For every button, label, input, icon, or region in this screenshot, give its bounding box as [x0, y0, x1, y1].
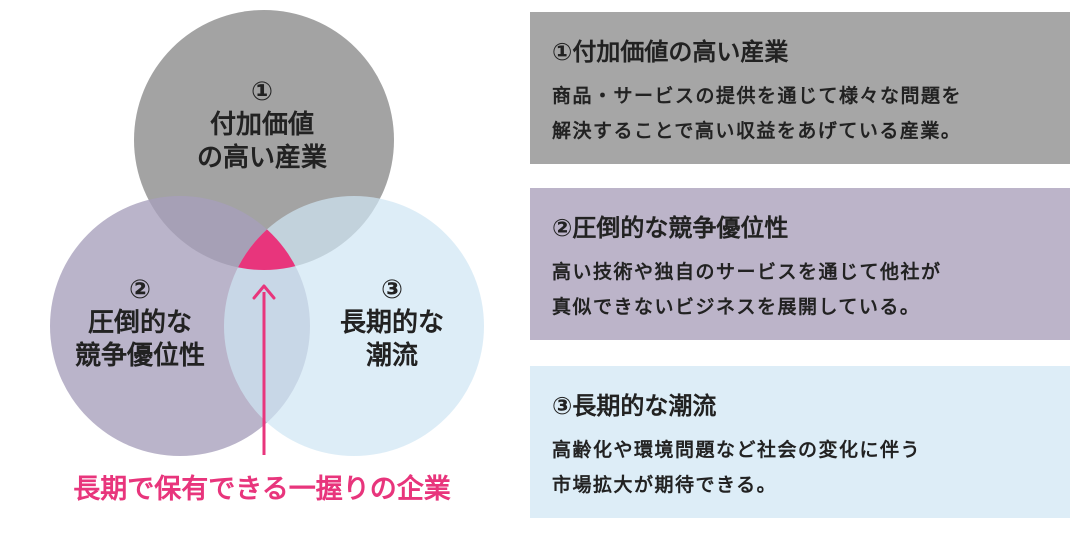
circle1-number: ①: [251, 77, 273, 107]
card-competitive-advantage: ②圧倒的な競争優位性 高い技術や独自のサービスを通じて他社が 真似できないビジネ…: [530, 188, 1070, 340]
circle2-line2: 競争優位性: [75, 340, 205, 371]
circle1-line1: 付加価値: [210, 110, 314, 140]
card-value-added: ①付加価値の高い産業 商品・サービスの提供を通じて様々な問題を 解決することで高…: [530, 12, 1070, 164]
card-body: 高い技術や独自のサービスを通じて他社が 真似できないビジネスを展開している。: [552, 255, 1048, 325]
card-body-line: 高齢化や環境問題など社会の変化に伴う: [552, 439, 922, 461]
card-title: ②圧倒的な競争優位性: [552, 214, 789, 242]
card-long-term-trend: ③長期的な潮流 高齢化や環境問題など社会の変化に伴う 市場拡大が期待できる。: [530, 366, 1070, 518]
card-title: ①付加価値の高い産業: [552, 38, 789, 66]
pointer-arrow-head: [252, 284, 276, 300]
card-body: 商品・サービスの提供を通じて様々な問題を 解決することで高い収益をあげている産業…: [552, 79, 1048, 149]
circle1-line2: の高い産業: [197, 142, 327, 173]
card-title: ③長期的な潮流: [552, 392, 717, 420]
circle2-number: ②: [129, 275, 151, 305]
card-body-line: 商品・サービスの提供を通じて様々な問題を: [552, 85, 963, 107]
card-body-line: 高い技術や独自のサービスを通じて他社が: [552, 261, 942, 283]
circle3-line2: 潮流: [366, 341, 418, 371]
card-body: 高齢化や環境問題など社会の変化に伴う 市場拡大が期待できる。: [552, 433, 1048, 503]
card-body-line: 真似できないビジネスを展開している。: [552, 296, 921, 318]
circle3-line1: 長期的な: [340, 307, 444, 338]
card-body-line: 解決することで高い収益をあげている産業。: [552, 120, 962, 142]
card-body-line: 市場拡大が期待できる。: [552, 474, 778, 496]
venn-caption: 長期で保有できる一握りの企業: [73, 473, 450, 505]
circle3-number: ③: [381, 275, 403, 305]
venn-diagram: ① 付加価値 の高い産業 ② 圧倒的な 競争優位性 ③ 長期的な 潮流 長期で保…: [50, 10, 484, 505]
circle2-line1: 圧倒的な: [88, 307, 192, 338]
